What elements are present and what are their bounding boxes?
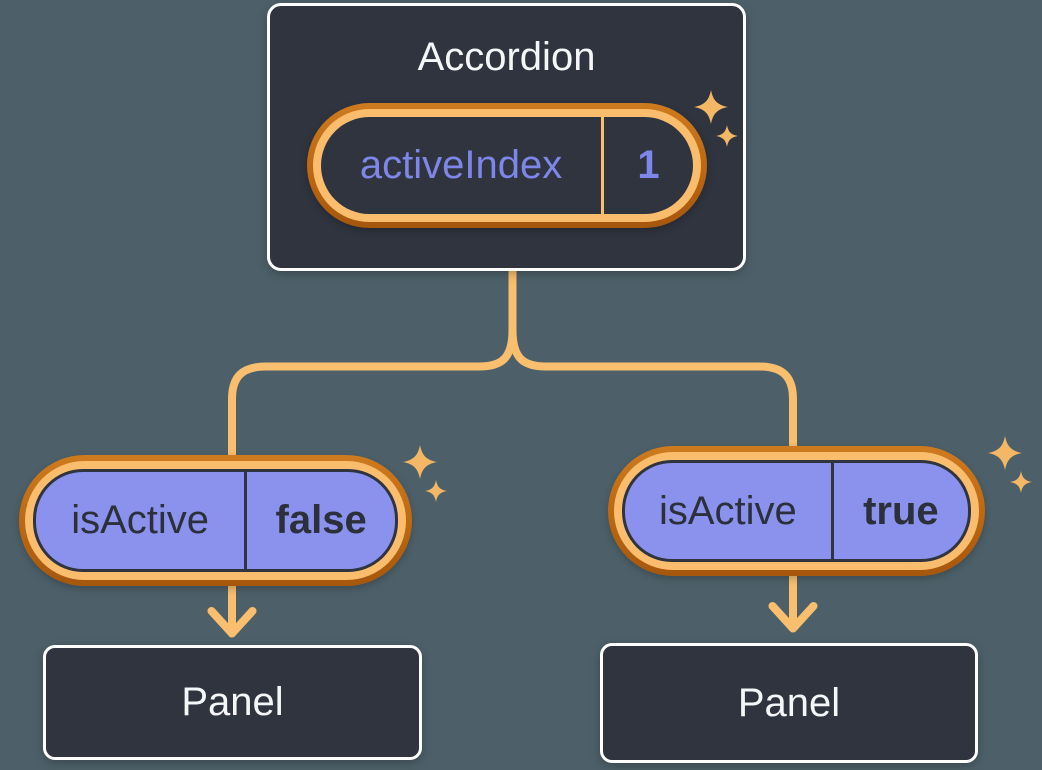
state-pill-body: activeIndex 1 [321, 117, 693, 214]
prop-pill-body: isActive false [33, 469, 398, 572]
prop-pill-body: isActive true [622, 460, 971, 562]
sparkle-icon [988, 436, 1032, 493]
branch-right-line [508, 326, 797, 456]
pill-divider [830, 463, 834, 559]
prop-value: true [863, 488, 939, 533]
prop-pill-left: isActive false [19, 455, 412, 586]
state-value: 1 [637, 143, 660, 187]
state-pill-ring: activeIndex 1 [313, 109, 701, 222]
arrow-left-head-icon [207, 607, 257, 638]
pill-divider [244, 472, 248, 569]
prop-pill-right: isActive true [608, 446, 985, 576]
branch-left-line [228, 326, 517, 464]
accordion-component-box: Accordion activeIndex 1 [267, 3, 746, 271]
prop-name: isActive [658, 488, 797, 533]
panel-component-box-right: Panel [600, 643, 978, 763]
prop-pill-ring: isActive true [614, 452, 979, 570]
pill-divider [601, 117, 605, 214]
panel-component-box-left: Panel [43, 645, 422, 760]
prop-value: false [275, 498, 367, 542]
arrow-right-head-icon [768, 602, 818, 633]
sparkle-icon [403, 445, 447, 502]
component-title: Accordion [417, 35, 596, 79]
sparkle-icon [694, 90, 738, 147]
state-pill: activeIndex 1 [307, 103, 707, 228]
prop-pill-ring: isActive false [25, 461, 406, 580]
state-name: activeIndex [359, 143, 563, 187]
prop-name: isActive [71, 498, 210, 542]
